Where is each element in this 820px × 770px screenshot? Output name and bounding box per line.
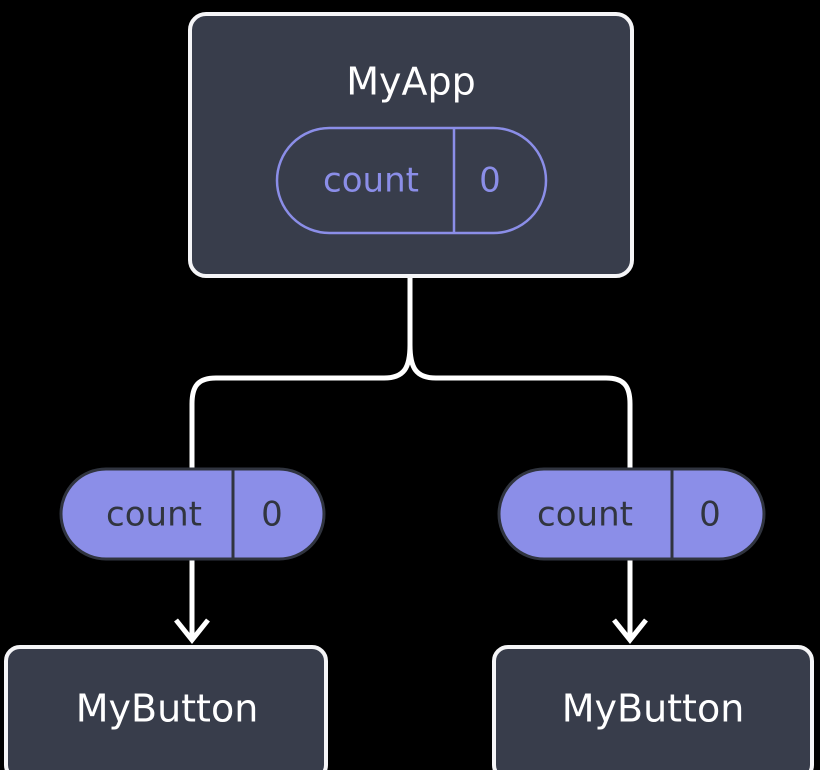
state-pill-root[interactable]: count 0 xyxy=(275,126,548,235)
state-pill-left-key: count xyxy=(106,495,202,535)
state-pill-left-value: 0 xyxy=(261,495,283,535)
arrow-left-head xyxy=(174,618,210,645)
state-pill-left-body xyxy=(59,467,326,561)
node-mybutton-right-box xyxy=(492,645,814,770)
state-pill-right-value: 0 xyxy=(699,495,721,535)
node-myapp-title: MyApp xyxy=(346,60,476,104)
node-mybutton-left-title: MyButton xyxy=(76,687,259,731)
node-mybutton-right-title: MyButton xyxy=(562,687,745,731)
state-pill-left[interactable]: count 0 xyxy=(59,467,326,561)
state-pill-right-key: count xyxy=(537,495,633,535)
node-myapp-box xyxy=(188,12,634,278)
connector-group xyxy=(189,277,633,470)
connector-root-to-children xyxy=(189,277,413,470)
state-pill-right[interactable]: count 0 xyxy=(497,467,766,561)
child-branch-left: count 0 MyButton xyxy=(4,467,328,770)
connector-root-to-child-right xyxy=(407,344,633,470)
arrow-right-head xyxy=(612,618,648,645)
arrow-right xyxy=(612,556,648,645)
node-mybutton-left-box xyxy=(4,645,328,770)
arrow-left xyxy=(174,556,210,645)
state-pill-root-value: 0 xyxy=(479,161,501,201)
node-myapp[interactable]: MyApp count 0 xyxy=(188,12,634,278)
child-branch-right: count 0 MyButton xyxy=(492,467,814,770)
state-pill-root-key: count xyxy=(323,161,419,201)
state-pill-root-body xyxy=(275,126,548,235)
state-pill-right-body xyxy=(497,467,766,561)
node-mybutton-right[interactable]: MyButton xyxy=(492,645,814,770)
node-mybutton-left[interactable]: MyButton xyxy=(4,645,328,770)
